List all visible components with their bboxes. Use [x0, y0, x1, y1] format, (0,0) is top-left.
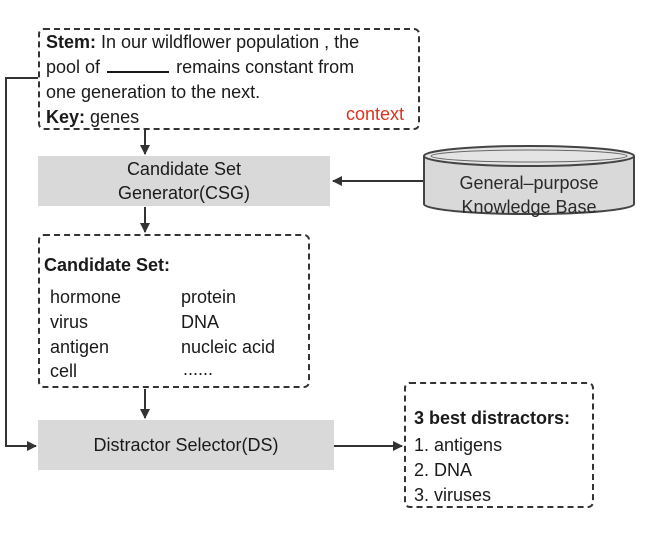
csg-box: Candidate Set Generator(CSG) [38, 156, 330, 206]
stem-line-1: Stem: In our wildflower population , the [46, 31, 359, 53]
best-item-1: 2. DNA [414, 460, 473, 480]
candidate-right-3: ...... [183, 359, 214, 379]
stem-blank [107, 57, 170, 73]
context-tag: context [346, 104, 405, 124]
ds-label: Distractor Selector(DS) [93, 435, 279, 455]
ds-box: Distractor Selector(DS) [38, 420, 334, 470]
candidate-set-box [38, 234, 310, 388]
best-item-2: 3. viruses [414, 485, 492, 505]
candidate-right-1: DNA [181, 312, 220, 332]
candidate-right-0: protein [181, 287, 237, 307]
candidate-right-2: nucleic acid [181, 337, 276, 357]
best-item-0: 1. antigens [414, 435, 503, 455]
csg-line-2: Generator(CSG) [117, 183, 251, 203]
stem-line-2: pool of remains constant from [46, 56, 354, 78]
stem-text-1: In our wildflower population , the [101, 32, 360, 52]
context-box [38, 28, 420, 130]
csg-line-1: Candidate Set [126, 159, 242, 179]
candidate-set-title: Candidate Set: [44, 255, 171, 275]
candidate-left-1: virus [50, 312, 89, 332]
stem-text-2b: remains constant from [176, 57, 355, 77]
best-distractors-box [404, 382, 594, 508]
kb-line-1: General–purpose [459, 173, 599, 193]
candidate-left-0: hormone [50, 287, 122, 307]
key-line: Key: genes [46, 106, 139, 128]
key-label: Key: [46, 107, 86, 127]
candidate-left-2: antigen [50, 337, 110, 357]
stem-label: Stem: [46, 32, 97, 52]
best-title: 3 best distractors: [414, 408, 571, 428]
key-value: genes [90, 107, 140, 127]
stem-line-3: one generation to the next. [46, 82, 261, 102]
kb-line-2: Knowledge Base [461, 197, 597, 217]
arrow-context-bypass-to-ds [5, 77, 38, 451]
stem-text-2a: pool of [46, 57, 101, 77]
candidate-left-3: cell [50, 361, 78, 381]
knowledge-base-cylinder [423, 145, 635, 215]
